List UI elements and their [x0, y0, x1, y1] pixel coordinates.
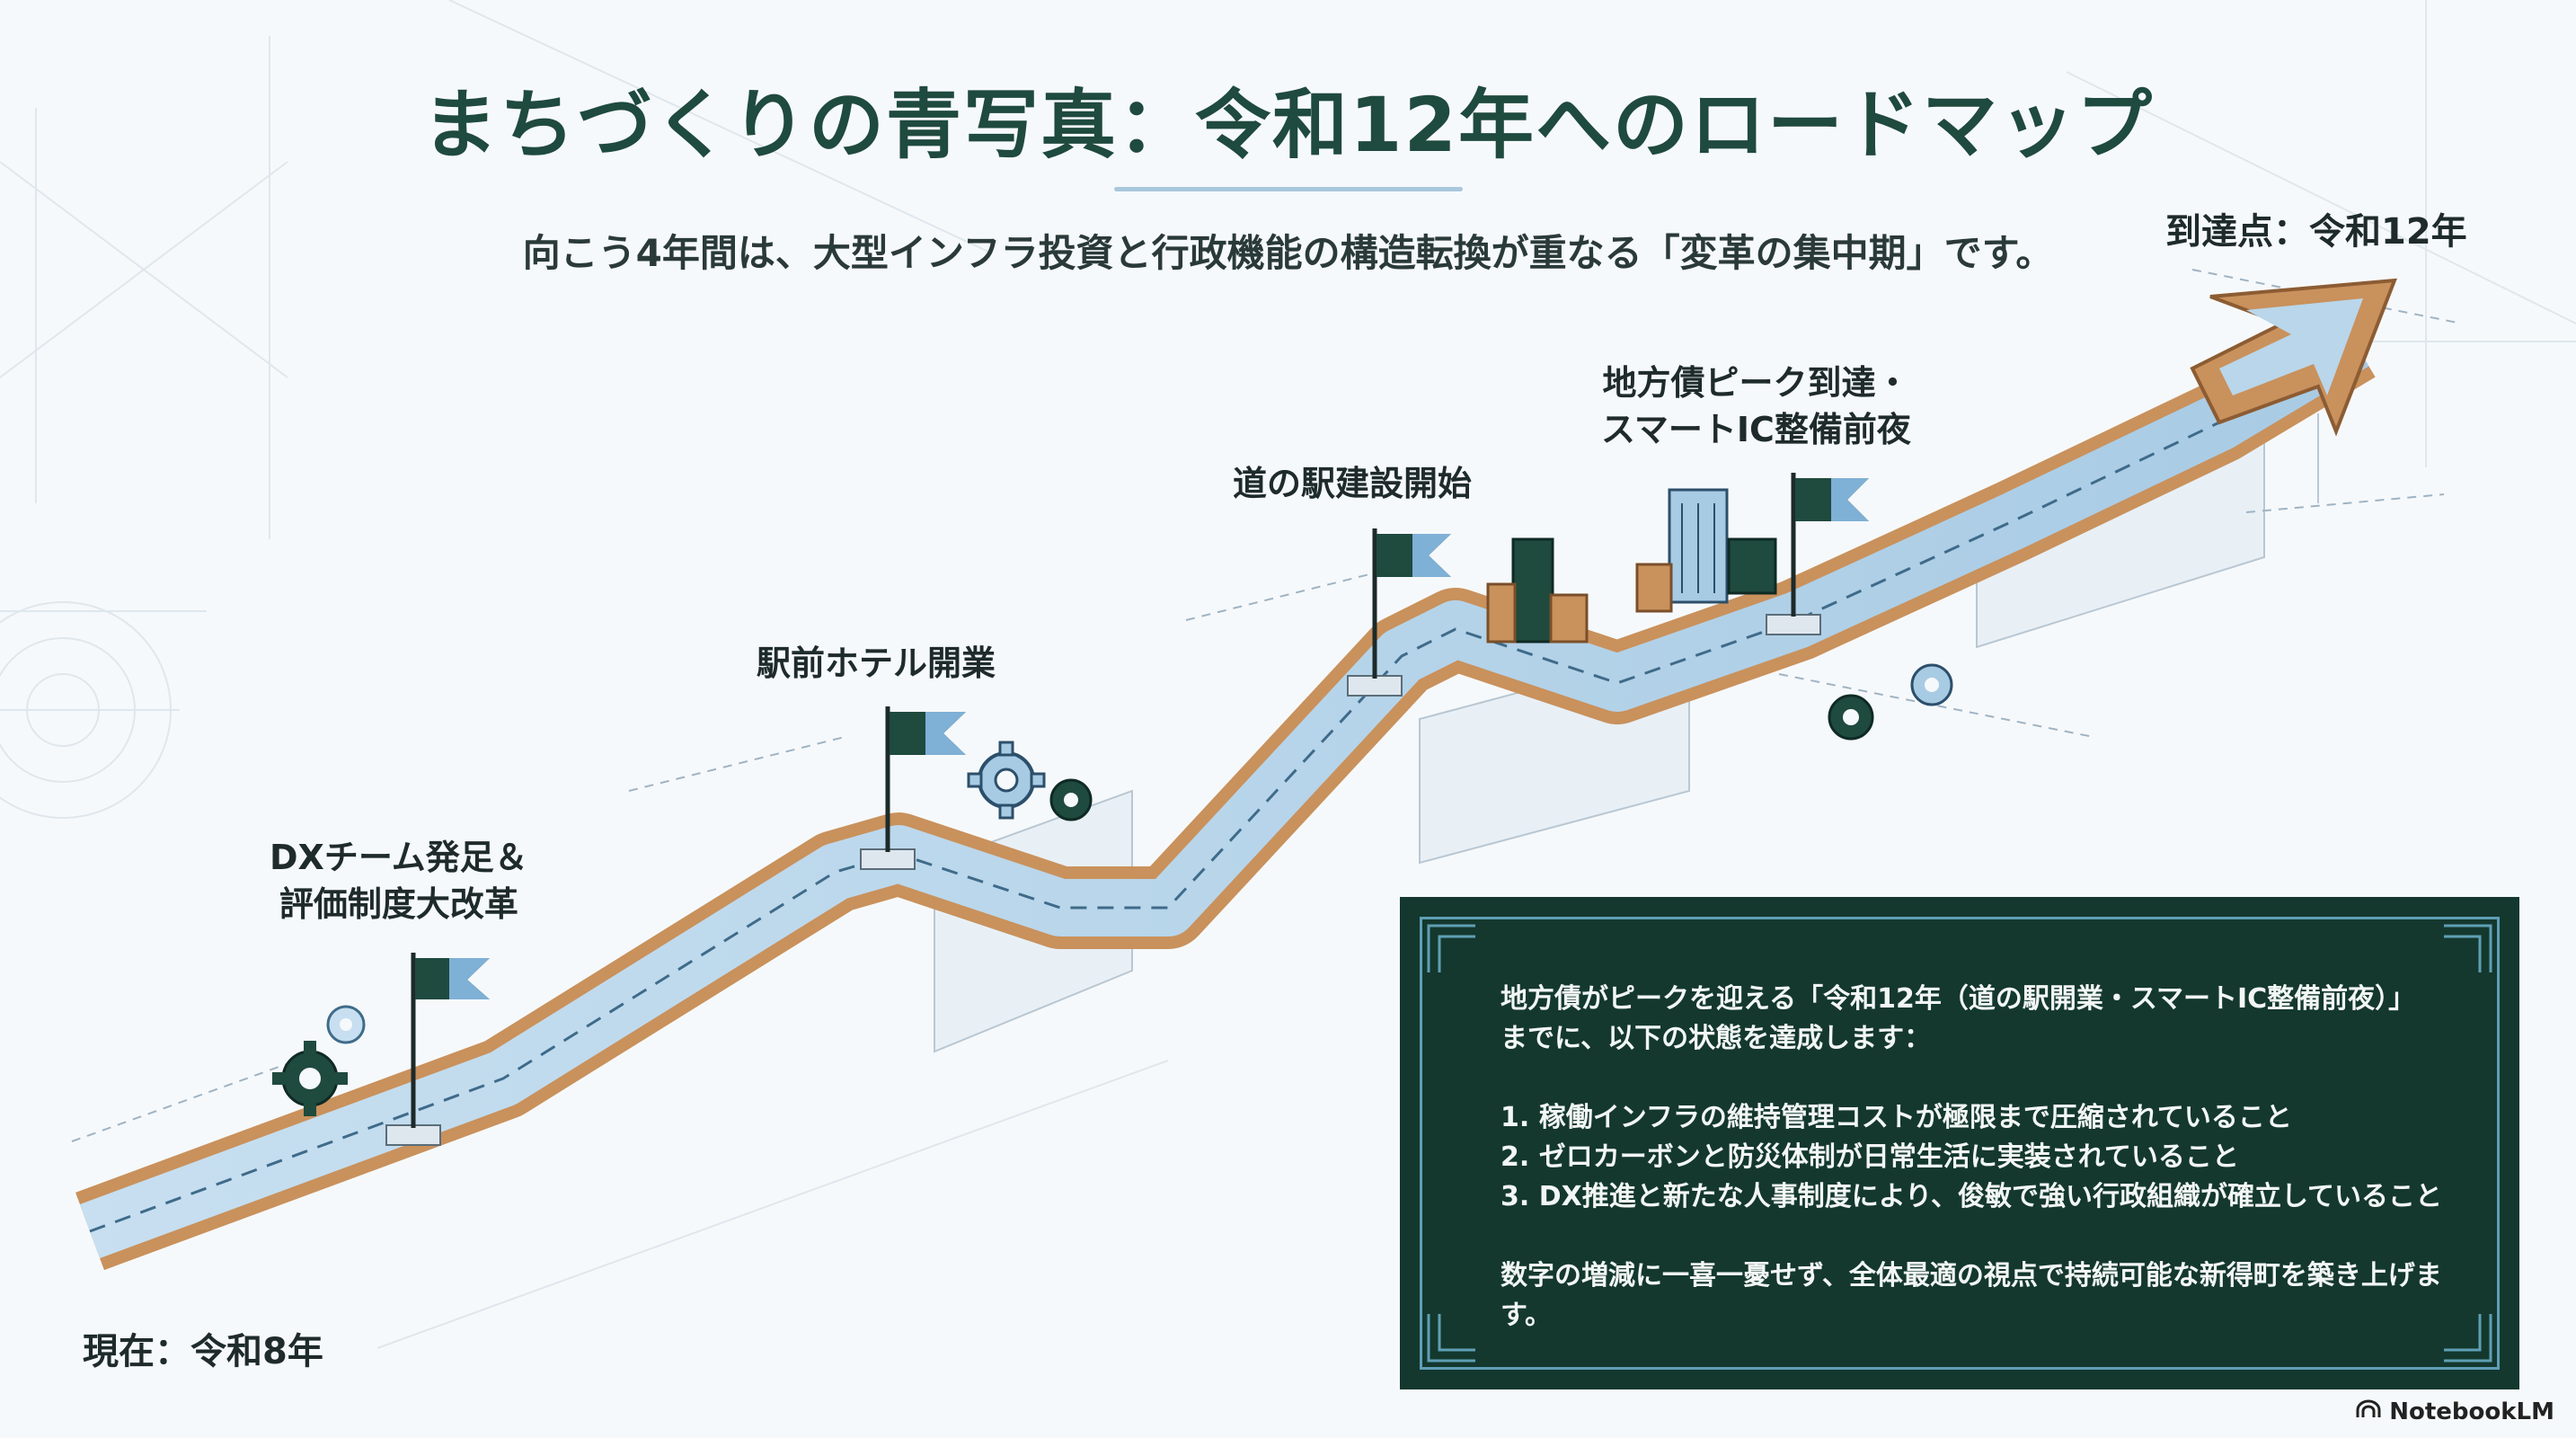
title-divider — [1114, 187, 1463, 191]
milestone-label-4-line2: スマートIC整備前夜 — [1601, 410, 1911, 449]
end-label: 到達点：令和12年 — [2165, 211, 2467, 253]
frame-corner-icon — [2442, 924, 2492, 974]
milestone-label-3: 道の駅建設開始 — [1233, 460, 1472, 507]
goal-list-item: 2. ゼロカーボンと防災体制が日常生活に実装されていること — [1500, 1141, 2239, 1173]
page-title: まちづくりの青写真：令和12年へのロードマップ — [422, 81, 2154, 169]
goal-list-item: 3. DX推進と新たな人事制度により、俊敏で強い行政組織が確立していること — [1500, 1181, 2443, 1212]
info-box-frame — [1420, 917, 2500, 1370]
milestone-label-2-line1: 駅前ホテル開業 — [757, 644, 996, 683]
frame-corner-icon — [1427, 1312, 1477, 1363]
goal-list: 1. 稼働インフラの維持管理コストが極限まで圧縮されていること 2. ゼロカーボ… — [1500, 1098, 2453, 1217]
milestone-label-2: 駅前ホテル開業 — [757, 640, 996, 687]
milestone-label-4: 地方債ピーク到達・ スマートIC整備前夜 — [1601, 360, 1911, 453]
flag-icon — [411, 953, 490, 1128]
notebooklm-brand-text: NotebookLM — [2389, 1398, 2554, 1425]
goal-list-item: 1. 稼働インフラの維持管理コストが極限まで圧縮されていること — [1500, 1102, 2292, 1133]
flag-icon — [1372, 528, 1451, 679]
flag-icon — [885, 706, 966, 852]
goal-info-box: 地方債がピークを迎える「令和12年（道の駅開業・スマートIC整備前夜）」 までに… — [1400, 897, 2519, 1389]
building-icon — [1486, 537, 1589, 644]
gear-icon — [326, 1005, 366, 1044]
notebooklm-logo-icon — [2355, 1398, 2382, 1425]
notebooklm-brand: NotebookLM — [2355, 1398, 2554, 1425]
arrow-icon — [2190, 278, 2398, 437]
page-subtitle: 向こう4年間は、大型インフラ投資と行政機能の構造転換が重なる「変革の集中期」です… — [522, 231, 2054, 275]
gear-icon — [1910, 663, 1953, 706]
road-centerline — [89, 349, 2337, 1233]
info-box-text: 地方債がピークを迎える「令和12年（道の駅開業・スマートIC整備前夜）」 までに… — [1500, 980, 2453, 1336]
gear-icon — [967, 741, 1046, 820]
milestone-label-3-line1: 道の駅建設開始 — [1233, 464, 1473, 503]
building-icon — [1635, 488, 1777, 613]
gear-icon — [272, 1041, 348, 1116]
milestone-label-1: DXチーム発足＆ 評価制度大改革 — [270, 834, 528, 928]
milestone-label-4-line1: 地方債ピーク到達・ — [1602, 363, 1910, 403]
info-intro-line1: 地方債がピークを迎える「令和12年（道の駅開業・スマートIC整備前夜）」 — [1500, 983, 2416, 1015]
info-intro-line2: までに、以下の状態を達成します： — [1500, 1023, 1932, 1054]
frame-corner-icon — [1427, 924, 1477, 974]
milestone-label-1-line1: DXチーム発足＆ — [270, 838, 528, 877]
guide-lines — [71, 269, 2463, 1142]
frame-corner-icon — [2442, 1312, 2492, 1363]
start-label: 現在：令和8年 — [83, 1331, 323, 1372]
milestone-label-1-line2: 評価制度大改革 — [279, 884, 518, 924]
info-closing: 数字の増減に一喜一憂せず、全体最適の視点で持続可能な新得町を築き上げます。 — [1500, 1260, 2442, 1331]
gear-icon — [1049, 778, 1093, 821]
gear-icon — [1828, 694, 1874, 741]
flag-icon — [1791, 473, 1869, 617]
